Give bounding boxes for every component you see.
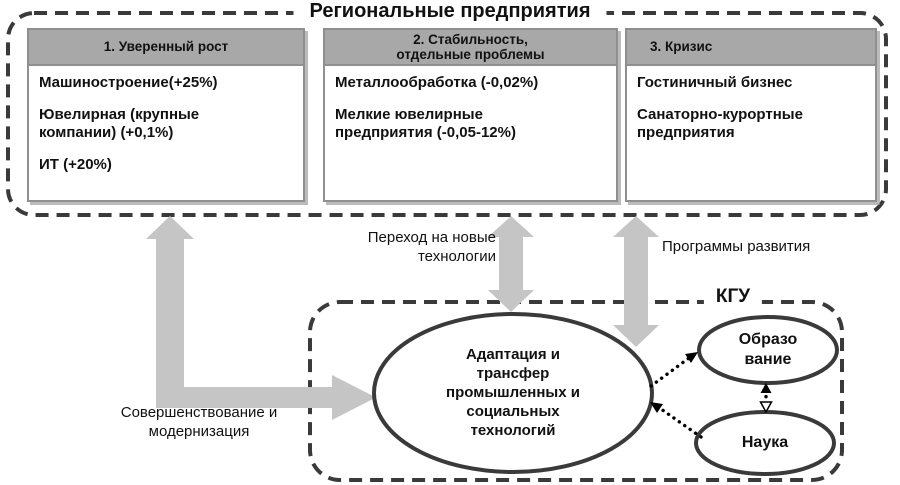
science-ellipse [694,410,836,476]
ellipse-text-line: Адаптация и [465,346,561,363]
box-header-label: 3. Кризис [650,39,713,55]
box-stability: 2. Стабильность, отдельные проблемы Мета… [323,28,618,202]
science-label: Наука [741,434,789,451]
industry-item: ИТ (+20%) [39,156,112,173]
transition-arrow-label: Переход на новые технологии [367,229,496,265]
industry-item: Санаторно-курортные предприятия [637,106,803,141]
regional-enterprises-dashed-border [6,11,888,217]
ellipse-text-line: промышленных и [446,384,580,401]
ellipse-text-line: социальных [466,403,560,420]
box-confident-growth-body: Машиностроение(+25%) Ювелирная (крупные … [29,66,303,174]
industry-item: Ювелирная (крупные компании) (+0,1%) [39,106,200,141]
ellipse-text-line: Образо [738,331,798,348]
box-confident-growth-header: 1. Уверенный рост [29,30,303,66]
box-confident-growth: 1. Уверенный рост Машиностроение(+25%) Ю… [27,28,305,202]
industry-item: Металлообработка (-0,02%) [335,74,539,91]
box-header-label: 1. Уверенный рост [103,39,229,55]
ellipse-text-line: технологий [470,422,556,439]
box-header-label: 2. Стабильность, отдельные проблемы [396,31,545,62]
box-crisis: 3. Кризис Гостиничный бизнес Санаторно-к… [625,28,877,202]
adaptation-transfer-label: Адаптация и трансфер промышленных и соци… [403,345,623,440]
box-stability-body: Металлообработка (-0,02%) Мелкие ювелирн… [325,66,616,142]
education-science-dotted-arrow [759,383,773,414]
modernization-arrow-label: Совершенствование и модернизация [120,404,278,440]
science-to-ellipse-dotted-arrow [650,402,703,439]
industry-item: Гостиничный бизнес [637,74,793,91]
programs-arrow-label: Программы развития [662,238,811,255]
education-ellipse [697,315,839,385]
industry-item: Мелкие ювелирные предприятия (-0,05-12%) [335,106,516,141]
diagram-title: Региональные предприятия [293,0,607,23]
box-crisis-body: Гостиничный бизнес Санаторно-курортные п… [627,66,875,142]
education-label: Образо вание [708,330,828,370]
modernization-arrow [146,216,376,420]
kgu-group-label: КГУ [703,286,763,308]
transition-arrow [488,216,534,312]
box-stability-header: 2. Стабильность, отдельные проблемы [325,30,616,66]
programs-arrow [613,216,659,347]
ellipse-to-education-dotted-arrow [649,352,698,388]
adaptation-transfer-ellipse [372,312,654,474]
ellipse-text-line: вание [744,351,792,368]
box-crisis-header: 3. Кризис [627,30,875,66]
ellipse-text-line: трансфер [476,365,550,382]
industry-item: Машиностроение(+25%) [39,74,218,91]
